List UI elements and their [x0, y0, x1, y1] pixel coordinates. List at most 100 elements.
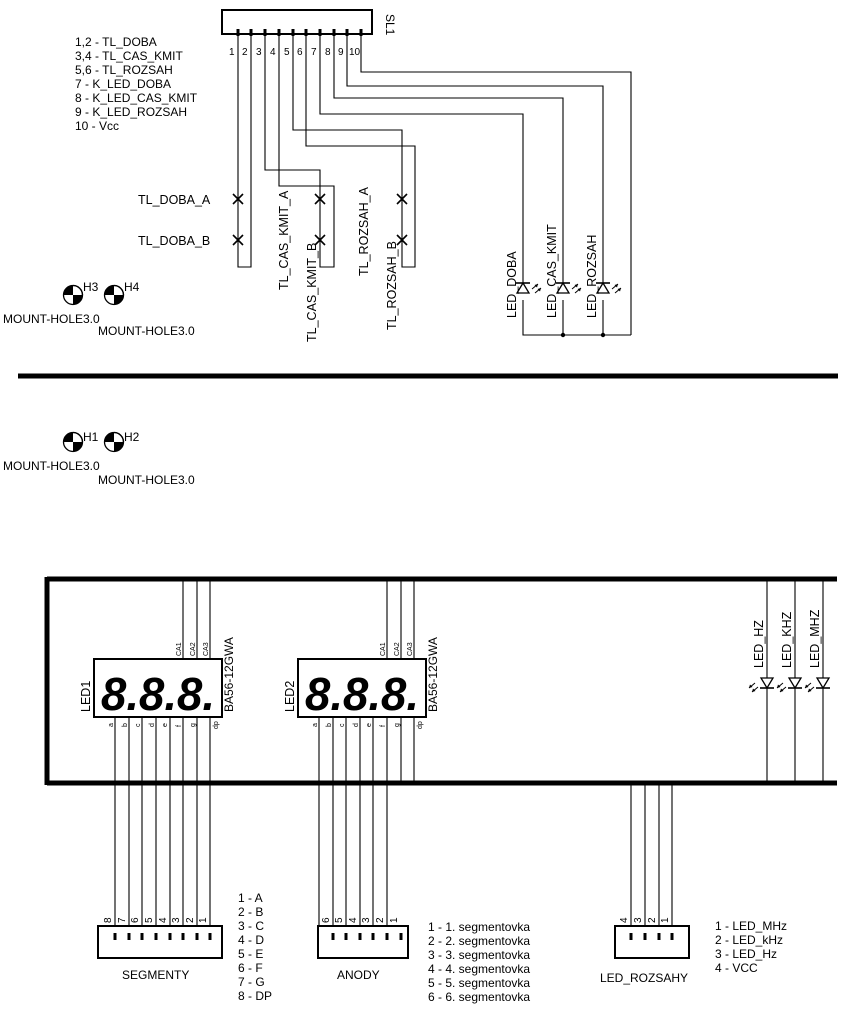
pin-number: 1	[198, 917, 209, 923]
legend-line: 8 - DP	[238, 989, 272, 1003]
label-tl-rozsah-a: TL_ROZSAH_A	[357, 186, 371, 276]
pin-number: 7	[117, 917, 128, 923]
pin-number: 2	[185, 917, 196, 923]
wire-vcc	[360, 36, 632, 335]
range-leds: LED_HZ LED_KHZ LED_MHZ	[748, 579, 831, 783]
legend-line: 5 - E	[238, 947, 263, 961]
mount-hole-icon	[103, 431, 125, 453]
mount-holes-top: H3 H4 MOUNT-HOLE3.0 MOUNT-HOLE3.0	[3, 280, 195, 338]
pin-number: 6	[130, 917, 141, 923]
pin-number: 4	[348, 917, 359, 923]
sl1-pin-number: 10	[349, 47, 361, 58]
pin-label: f	[176, 725, 183, 727]
wire-tl-cas-kmit	[264, 36, 335, 268]
pin-number: 5	[144, 917, 155, 923]
led2-common-wires	[386, 579, 415, 659]
led1-digits: 8.8.8.	[101, 668, 215, 720]
pin-label: c	[339, 723, 346, 727]
led2-segment-pin-labels: a b c d e f g dp	[312, 721, 424, 729]
anody-pin-numbers: 6 5 4 3 2 1	[321, 917, 400, 923]
junction-dot	[560, 332, 566, 338]
segment-bus-led1	[114, 717, 211, 930]
connector-segmenty: 8 7 6 5 4 3 2 1 SEGMENTY 1 - A 2 - B 3 -…	[97, 891, 272, 1003]
sl1-pin-numbers: 1 2 3 4 5 6 7 8 9 10	[229, 47, 361, 58]
pin-label: CA1	[380, 642, 387, 656]
segmenty-legend: 1 - A 2 - B 3 - C 4 - D 5 - E 6 - F 7 - …	[238, 891, 272, 1003]
led2-digits: 8.8.8.	[305, 668, 419, 720]
pin-number: 3	[633, 917, 644, 923]
legend-line: 6 - F	[238, 961, 263, 975]
anody-legend: 1 - 1. segmentovka 2 - 2. segmentovka 3 …	[428, 920, 530, 1004]
mount-holes-bottom: H1 H2 MOUNT-HOLE3.0 MOUNT-HOLE3.0	[3, 430, 195, 487]
status-leds: LED_DOBA LED_CAS_KMIT LED_ROZSAH	[505, 224, 622, 318]
led-light-rays-icon	[611, 283, 622, 294]
pin-label: a	[312, 723, 319, 727]
label-mount-hole-h4: MOUNT-HOLE3.0	[98, 324, 195, 338]
led-mhz-symbol	[815, 677, 831, 689]
sl1-legend-line: 10 - Vcc	[75, 119, 119, 133]
sl1-legend-line: 1,2 - TL_DOBA	[75, 35, 157, 49]
led1-segment-pin-labels: a b c d e f g dp	[108, 721, 220, 729]
label-tl-cas-kmit-b: TL_CAS_KMIT_B	[305, 243, 319, 342]
range-led-bus	[630, 785, 673, 930]
led-light-rays-icon	[531, 283, 542, 294]
pin-number: 1	[389, 917, 400, 923]
led2-body	[297, 658, 427, 718]
label-tl-doba-a: TL_DOBA_A	[138, 193, 211, 207]
anody-name: ANODY	[337, 968, 380, 982]
label-tl-doba-b: TL_DOBA_B	[138, 234, 210, 248]
wire-led-common	[522, 300, 631, 336]
sl1-legend: 1,2 - TL_DOBA 3,4 - TL_CAS_KMIT 5,6 - TL…	[75, 35, 198, 133]
led1-name: LED1	[79, 681, 93, 712]
led1-common-pin-labels: CA1 CA2 CA3	[176, 642, 210, 656]
pin-number: 1	[660, 917, 671, 923]
pin-label: CA2	[190, 642, 197, 656]
pin-label: e	[162, 723, 169, 727]
connector-led-rozsahy: 4 3 2 1 LED_ROZSAHY 1 - LED_MHz 2 - LED_…	[600, 917, 787, 985]
legend-line: 1 - A	[238, 891, 263, 905]
wire-tl-rozsah	[292, 36, 416, 268]
legend-line: 3 - LED_Hz	[715, 947, 777, 961]
led-rozsahy-legend: 1 - LED_MHz 2 - LED_kHz 3 - LED_Hz 4 - V…	[715, 919, 787, 975]
sl1-pin-number: 8	[325, 47, 331, 58]
legend-line: 4 - 4. segmentovka	[428, 962, 530, 976]
label-h1: H1	[83, 430, 99, 444]
display-led2: 8.8.8. LED2 BA56-12GWA CA1 CA2 CA3 a b c…	[283, 579, 440, 729]
anode-bus-led2	[318, 717, 415, 930]
pin-label: a	[108, 723, 115, 727]
led-light-rays-icon	[571, 283, 582, 294]
pin-label: f	[380, 725, 387, 727]
pin-label: dp	[213, 721, 220, 729]
led-khz-symbol	[787, 677, 803, 689]
label-led-rozsah: LED_ROZSAH	[585, 235, 599, 318]
led-rozsahy-body	[614, 925, 690, 959]
legend-line: 3 - 3. segmentovka	[428, 948, 530, 962]
label-led-doba: LED_DOBA	[505, 251, 519, 318]
pin-number: 2	[375, 917, 386, 923]
pin-label: CA1	[176, 642, 183, 656]
mount-hole-icon	[62, 284, 84, 306]
pin-label: d	[353, 723, 360, 727]
legend-line: 2 - B	[238, 905, 263, 919]
led2-common-pin-labels: CA1 CA2 CA3	[380, 642, 414, 656]
wire-k-led-doba	[319, 36, 524, 290]
anody-body	[317, 925, 409, 959]
sl1-pin-number: 2	[242, 47, 248, 58]
legend-line: 6 - 6. segmentovka	[428, 990, 530, 1004]
display-led1: 8.8.8. LED1 BA56-12GWA CA1 CA2 CA3 a b c…	[79, 579, 236, 729]
legend-line: 3 - C	[238, 919, 264, 933]
sl1-legend-line: 7 - K_LED_DOBA	[75, 77, 171, 91]
sl1-legend-line: 8 - K_LED_CAS_KMIT	[75, 91, 198, 105]
segmenty-name: SEGMENTY	[122, 968, 189, 982]
segmenty-pin-numbers: 8 7 6 5 4 3 2 1	[103, 917, 209, 923]
led-light-rays-icon	[748, 682, 759, 693]
connector-anody: 6 5 4 3 2 1 ANODY 1 - 1. segmentovka 2 -…	[317, 917, 530, 1004]
segmenty-body	[97, 925, 223, 959]
pin-label: d	[149, 723, 156, 727]
sl1-pin-number: 1	[229, 47, 235, 58]
led-hz-symbol	[759, 677, 775, 689]
label-mount-hole-h2: MOUNT-HOLE3.0	[98, 473, 195, 487]
label-tl-cas-kmit-a: TL_CAS_KMIT_A	[277, 190, 291, 290]
junction-dot	[600, 332, 606, 338]
pin-label: e	[366, 723, 373, 727]
